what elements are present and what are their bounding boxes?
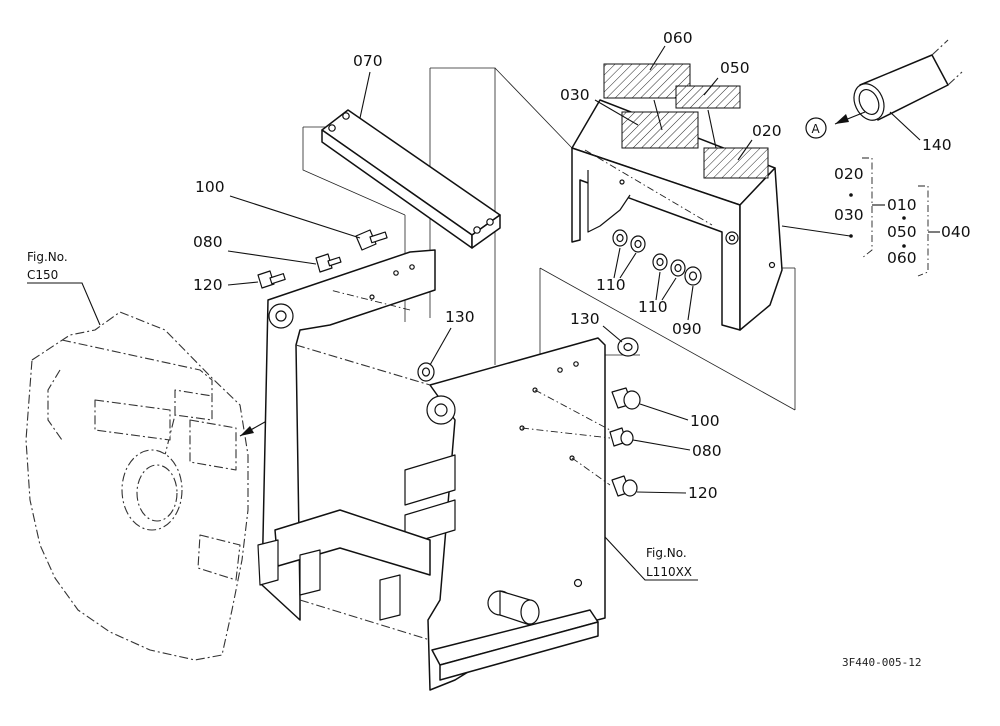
label-sticker-050 xyxy=(675,85,741,109)
group-040: 040 xyxy=(941,223,971,241)
nuts-washers: 110 110 090 xyxy=(596,229,702,338)
label-100-left: 100 xyxy=(195,178,225,196)
fasteners-right: 130 100 080 120 xyxy=(570,310,722,502)
label-120-right: 120 xyxy=(688,484,718,502)
label-110-lower: 110 xyxy=(638,298,668,316)
label-060: 060 xyxy=(663,29,693,47)
group-010: 010 xyxy=(887,196,917,214)
label-030: 030 xyxy=(560,86,590,104)
label-110-upper: 110 xyxy=(596,276,626,294)
group-020: 020 xyxy=(834,165,864,183)
part-070-angle-bracket: 070 xyxy=(321,52,501,249)
group-060: 060 xyxy=(887,249,917,267)
drawing-code: 3F440-005-12 xyxy=(842,656,921,669)
fasteners-left: 100 080 120 130 xyxy=(193,178,475,382)
label-050: 050 xyxy=(720,59,750,77)
ref-l110-top: Fig.No. xyxy=(646,546,687,560)
cover-assembly: 060 050 030 020 xyxy=(560,29,851,331)
label-020: 020 xyxy=(752,122,782,140)
label-sticker-030 xyxy=(621,111,699,149)
label-120-left: 120 xyxy=(193,276,223,294)
label-080-left: 080 xyxy=(193,233,223,251)
ref-c150-bottom: C150 xyxy=(27,268,58,282)
label-070: 070 xyxy=(353,52,383,70)
assembly-group: 020 030 010 050 060 040 xyxy=(834,157,971,277)
ref-c150: Fig.No. C150 xyxy=(27,250,101,326)
main-bracket-frame xyxy=(257,249,611,691)
view-marker-a-right-label: A xyxy=(812,122,821,136)
ref-l110xx: Fig.No. L110XX xyxy=(604,536,698,581)
label-100-right: 100 xyxy=(690,412,720,430)
ref-l110-bottom: L110XX xyxy=(646,565,692,579)
label-090: 090 xyxy=(672,320,702,338)
label-080-right: 080 xyxy=(692,442,722,460)
label-130-right: 130 xyxy=(570,310,600,328)
label-sticker-020 xyxy=(703,147,769,179)
ref-c150-top: Fig.No. xyxy=(27,250,68,264)
group-030: 030 xyxy=(834,206,864,224)
label-130-left: 130 xyxy=(445,308,475,326)
part-140-sleeve: 140 A xyxy=(805,39,963,154)
gear-case-housing xyxy=(25,311,249,661)
label-140: 140 xyxy=(922,136,952,154)
group-050: 050 xyxy=(887,223,917,241)
